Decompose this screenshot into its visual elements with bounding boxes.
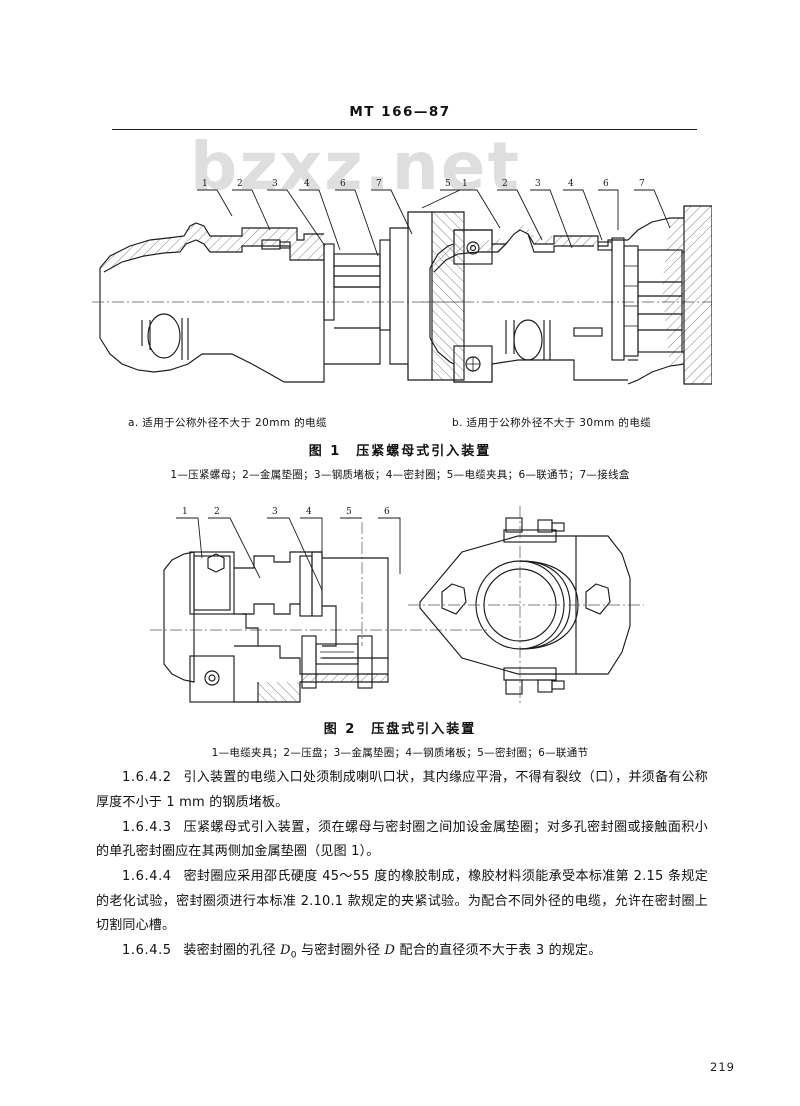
page-number: 219 [710, 1060, 735, 1074]
figure-1a-callout-5: 5 [445, 179, 451, 189]
symbol-d: D [384, 943, 396, 958]
figure-2-callout-1: 1 [182, 507, 188, 517]
figure-1-subcaption-b: b. 适用于公称外径不大于 30mm 的电缆 [452, 417, 652, 429]
figure-1a-callout-3: 3 [272, 179, 278, 189]
page-header-title: MT 166—87 [349, 104, 451, 120]
figure-1a-callout-4: 4 [304, 179, 310, 189]
figure-2-callout-6: 6 [384, 507, 390, 517]
figure-1a-callout-leaders [197, 189, 461, 257]
clause-1-6-4-5-number: 1.6.4.5 [122, 943, 172, 958]
clause-1-6-4-5-text-before: 装密封圈的孔径 [183, 943, 281, 958]
figure-1a-callout-1: 1 [202, 179, 208, 189]
figure-1a-callout-2: 2 [237, 179, 243, 189]
figure-2-drawing: 1 2 3 4 5 6 [150, 496, 650, 711]
figure-2-callout-5: 5 [346, 507, 352, 517]
figure-1b-callout-2: 2 [502, 179, 508, 189]
figure-1-view-b: 1 2 3 4 6 7 [422, 179, 712, 385]
watermark-text: bzxz.net [190, 128, 522, 205]
clause-1-6-4-2-number: 1.6.4.2 [122, 770, 172, 785]
clause-1-6-4-4-number: 1.6.4.4 [122, 869, 172, 884]
figure-1-title: 图 1 压紧螺母式引入装置 [308, 444, 492, 459]
symbol-d-zero-subscript: 0 [290, 950, 297, 961]
clause-1-6-4-3-number: 1.6.4.3 [122, 819, 172, 835]
figure-1b-callout-4: 4 [568, 179, 574, 189]
figure-1b-callout-6: 6 [603, 179, 609, 189]
figure-2-end-view [408, 506, 644, 706]
figure-2-title: 图 2 压盘式引入装置 [323, 722, 477, 737]
figure-2-legend: 1—电缆夹具；2—压盘；3—金属垫圈；4—钢质堵板；5—密封圈；6—联通节 [211, 747, 589, 759]
figure-1b-callout-3: 3 [535, 179, 541, 189]
figure-2-callout-2: 2 [214, 507, 220, 517]
clause-1-6-4-2-text: 引入装置的电缆入口处须制成喇叭口状，其内缘应平滑，不得有裂纹（口），并须备有公称… [96, 770, 708, 810]
figure-1a-callout-7: 7 [376, 179, 382, 189]
figure-1a-callout-6: 6 [340, 179, 346, 189]
figure-1b-callout-leaders [457, 189, 671, 249]
figure-1-drawing: 1 2 3 4 6 7 5 [92, 168, 712, 408]
clause-1-6-4-5-text-middle: 与密封圈外径 [296, 943, 385, 958]
figure-1-view-a: 1 2 3 4 6 7 5 [92, 179, 465, 383]
figure-2-callout-4: 4 [306, 507, 312, 517]
figure-1-subcaption-a: a. 适用于公称外径不大于 20mm 的电缆 [128, 417, 327, 429]
symbol-d-zero: D [280, 943, 291, 958]
figure-2-section-view [150, 551, 490, 703]
figure-1b-callout-7: 7 [639, 179, 645, 189]
header-divider-rule [112, 129, 697, 130]
clause-1-6-4-5-text-after: 配合的直径须不大于表 3 的规定。 [395, 943, 602, 958]
clause-1-6-4-3-text: 压紧螺母式引入装置，须在螺母与密封圈之间加设金属垫圈；对多孔密封圈或接触面积小的… [96, 819, 708, 860]
figure-1-legend: 1—压紧螺母；2—金属垫圈；3—钢质堵板；4—密封圈；5—电缆夹具；6—联通节；… [170, 469, 630, 481]
figure-2-callout-3: 3 [272, 507, 278, 517]
clause-1-6-4-4-text: 密封圈应采用邵氏硬度 45～55 度的橡胶制成，橡胶材料须能承受本标准第 2.1… [96, 869, 708, 933]
figure-1b-callout-1: 1 [462, 179, 468, 189]
